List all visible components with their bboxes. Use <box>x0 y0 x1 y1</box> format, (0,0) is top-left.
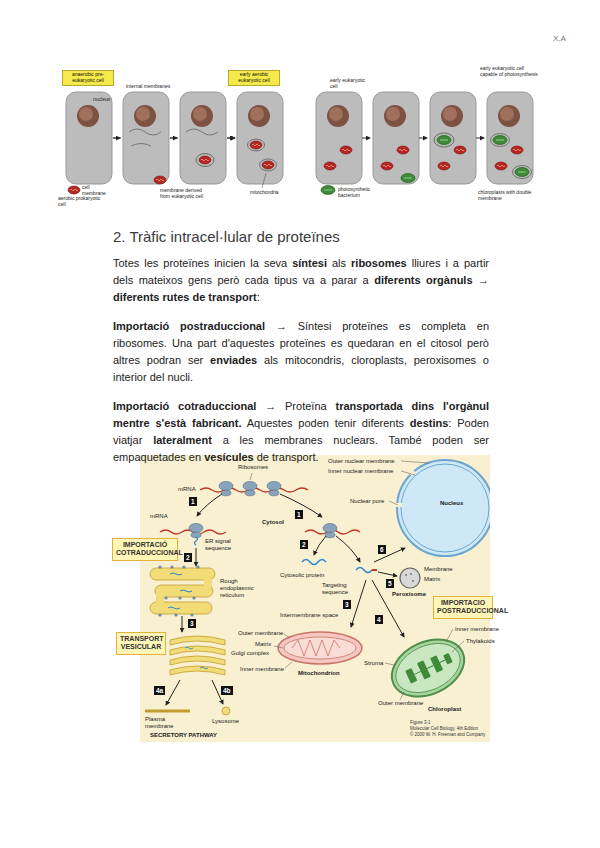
mitochondrion-shape <box>278 632 362 664</box>
figure-label: Outer membrane <box>238 630 283 637</box>
callout-number: 5 <box>386 579 394 588</box>
callout-number: 1 <box>189 497 197 506</box>
figure-label: cell membrane <box>82 185 114 197</box>
figure-label: Rough endoplasmic reticulum <box>220 578 262 600</box>
caption-tag: anaerobic pre-eukaryotic cell <box>62 70 114 86</box>
callout-number: 2 <box>300 540 308 549</box>
figure-label: Outer nuclear membrane <box>328 458 395 465</box>
callout-number: 3 <box>343 600 351 609</box>
figure-label: Cytosolic protein <box>280 572 325 579</box>
figure-label: Nucleus <box>440 500 463 507</box>
figure-label: Matrix <box>424 576 440 583</box>
bold-text: síntesi <box>292 257 327 269</box>
figure-label: Inner nuclear membrane <box>328 468 393 475</box>
bold-text: ribosomes <box>351 257 407 269</box>
figure-label: ER signal sequence <box>205 538 239 552</box>
figure-credit: Molecular Cell Biology, 4th Edition <box>410 727 478 732</box>
figure-label: Peroxisome <box>392 591 426 598</box>
cytosolic-protein <box>302 560 326 565</box>
paragraph: Totes les proteïnes inicien la seva sínt… <box>113 255 489 306</box>
caption-tag: early aerobic eukaryotic cell <box>228 70 280 86</box>
body-text: Totes les proteïnes inicien la seva <box>113 257 287 269</box>
figure-label: Inner membrane <box>240 666 284 673</box>
figure-label: mRNA <box>150 513 168 520</box>
endosymbiosis-mitochondria <box>66 92 283 194</box>
highlight-box: IMPORTACIÓ COTRADUCCIONAL <box>112 538 178 561</box>
box-text: anaerobic pre-eukaryotic cell <box>65 72 111 84</box>
figure-label: Thylakoids <box>466 638 495 645</box>
figure-label: Cytosol <box>262 519 284 526</box>
callout-number: 2 <box>184 553 192 562</box>
figure-label: Matrix <box>255 641 271 648</box>
highlight-box: IMPORTACIO POSTRADUCCIONAL <box>433 596 493 619</box>
figure-label: internal membranes <box>126 84 176 90</box>
figure-label: early eukaryotic cell <box>330 78 372 90</box>
nucleus-shape <box>396 460 490 556</box>
paragraph: Importació cotraduccional → Proteïna tra… <box>113 398 489 466</box>
callout-number: 4a <box>154 686 165 695</box>
chloroplast-shape <box>383 628 474 707</box>
bold-text: lateralment <box>153 434 212 446</box>
peroxisome-shape <box>400 568 420 588</box>
figure-label: Lysosome <box>212 718 239 725</box>
body-text: : <box>257 291 260 303</box>
bold-text: destins <box>410 417 449 429</box>
figure-label: SECRETORY PATHWAY <box>150 732 217 739</box>
figure-label: chloroplasts with double membrane <box>478 190 534 202</box>
figure-label: Membrane <box>424 566 453 573</box>
figure-label: Outer membrane <box>378 700 423 707</box>
figure-label: Chloroplast <box>428 706 461 713</box>
page-mark: X.A <box>553 34 566 44</box>
figure-label: early eukaryotic cell capable of photosy… <box>480 66 538 78</box>
figure-label: Plasma membrane <box>145 716 185 730</box>
figure-label: Nuclear pore <box>350 498 384 505</box>
endosymbiosis-chloroplasts <box>316 92 533 195</box>
highlight-box: TRANSPORT VESICULAR <box>116 632 166 655</box>
figure-credit: © 2000 W. H. Freeman and Company <box>410 733 485 738</box>
callout-number: 4 <box>375 615 383 624</box>
body-text: → Proteïna <box>265 400 326 412</box>
protein-sorting-figure <box>140 455 493 742</box>
figure-label: nucleus <box>93 97 110 103</box>
golgi <box>170 636 225 675</box>
callout-number: 6 <box>378 545 386 554</box>
body-text: de transport. <box>257 451 319 463</box>
figure-label: mRNA <box>178 486 196 493</box>
figure-label: aerobic prokaryotic cell <box>58 196 108 208</box>
figure-label: Golgi complex <box>231 650 269 657</box>
section-heading: 2. Tràfic intracel·lular de proteïnes <box>113 228 340 245</box>
figure-label: mitochondria <box>250 190 279 196</box>
figure-label: Stroma <box>364 660 383 667</box>
bold-text: Importació cotraduccional <box>113 400 256 412</box>
body-text: Aquestes poden tenir diferents <box>247 417 404 429</box>
callout-number: 3 <box>188 619 196 628</box>
box-text: IMPORTACIÓ COTRADUCCIONAL <box>116 541 174 558</box>
box-text: TRANSPORT VESICULAR <box>120 635 162 652</box>
bold-text: vesícules <box>204 451 254 463</box>
figure-credit: Figure 3-1 <box>410 721 431 726</box>
figure-label: photosynthetic bacterium <box>338 187 383 199</box>
figure-label: Targeting sequence <box>322 582 352 596</box>
box-text: IMPORTACIO POSTRADUCCIONAL <box>437 599 489 616</box>
rough-er <box>150 568 215 614</box>
callout-number: 1 <box>295 510 303 519</box>
figure-label: Intermembrane space <box>280 612 338 619</box>
paragraph: Importació postraduccional → Síntesi pro… <box>113 318 489 386</box>
box-text: early aerobic eukaryotic cell <box>231 72 277 84</box>
figure-label: Mitochondrion <box>298 670 340 677</box>
figure-label: Ribosomes <box>238 464 268 471</box>
bold-text: Importació postraduccional <box>113 320 265 332</box>
figure-label: membrane derived from eukaryotic cell <box>160 188 210 200</box>
figure-label: Inner membrane <box>455 626 499 633</box>
body-text: als <box>332 257 346 269</box>
bold-text: enviades <box>210 354 257 366</box>
callout-number: 4b <box>221 686 233 695</box>
